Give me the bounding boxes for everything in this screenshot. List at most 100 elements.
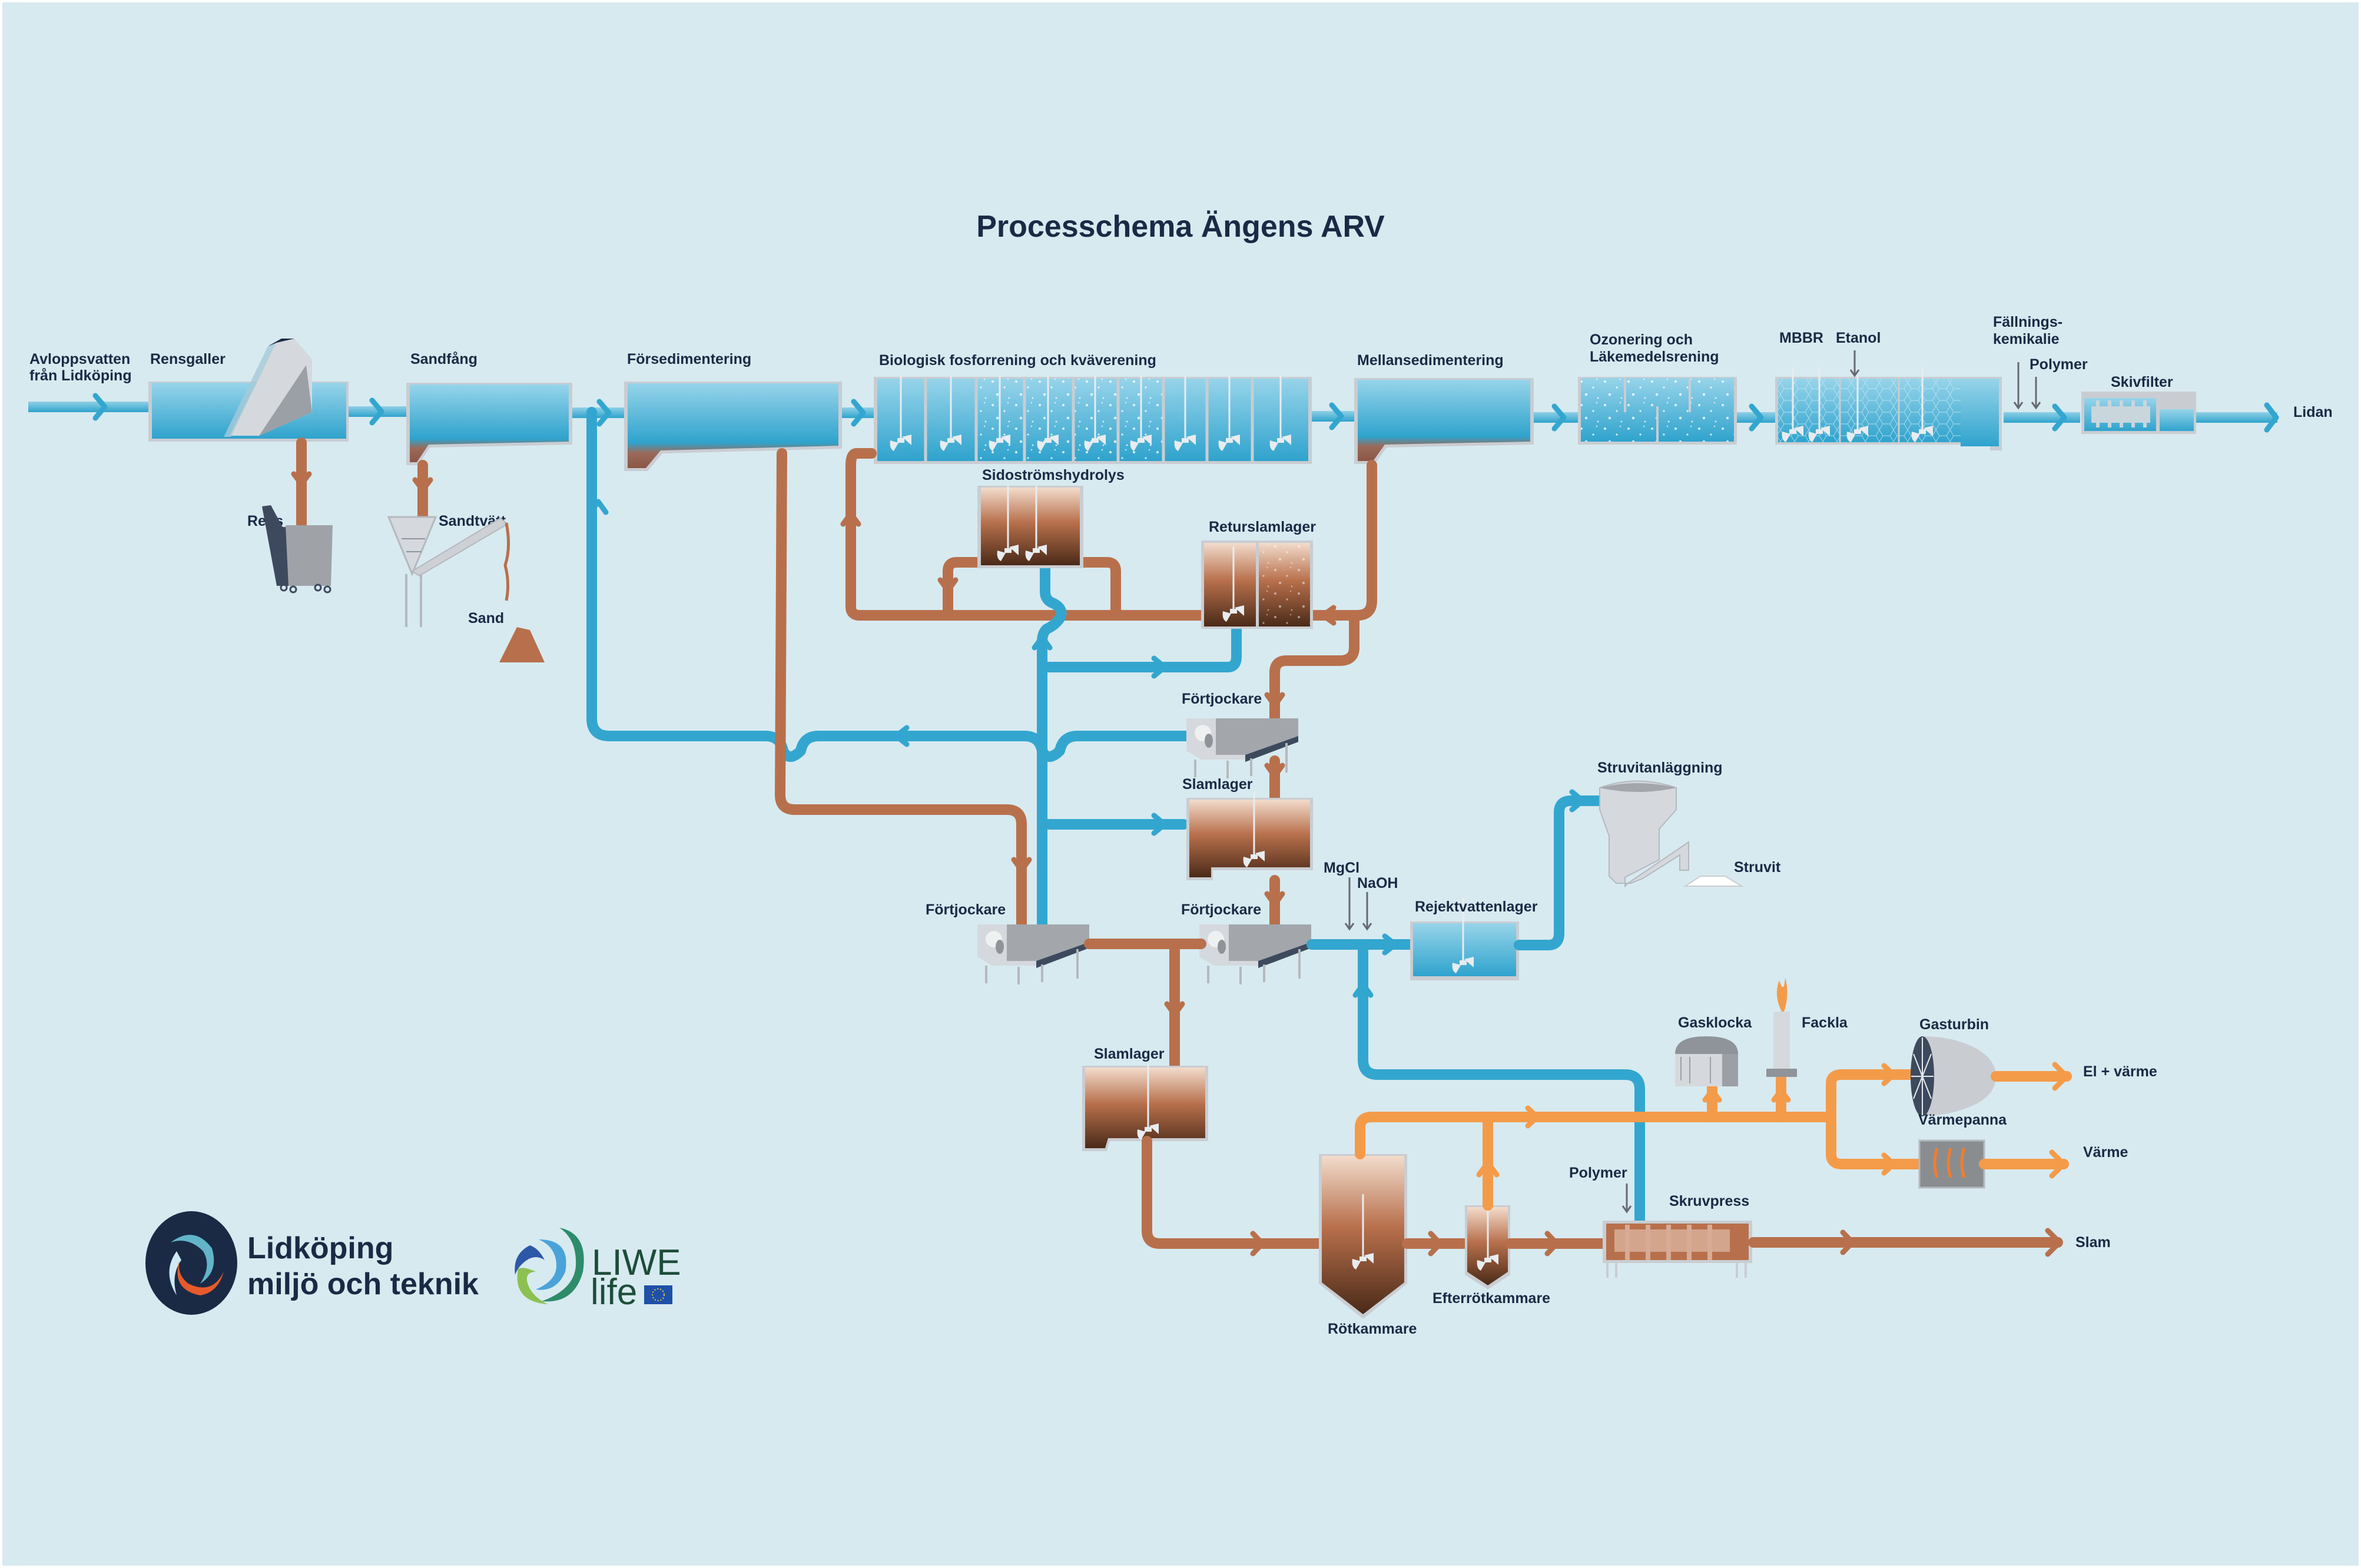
gasklocka-label: Gasklocka <box>1678 1015 1752 1031</box>
bio-label: Biologisk fosforrening och kväverening <box>879 352 1156 369</box>
flow-arrow <box>2052 1062 2070 1091</box>
struvit-label: Struvit <box>1734 859 1781 876</box>
flow-arrow <box>1382 933 1398 956</box>
sand-washer-icon <box>387 516 510 627</box>
fortjockare-upper-label: Förtjockare <box>1182 691 1262 707</box>
slam-outlet-label: Slam <box>2075 1234 2111 1251</box>
flow-arrow <box>1264 692 1285 708</box>
to-struvite-pipe <box>1514 795 1604 950</box>
flow-arrow <box>1702 1088 1722 1103</box>
slamlager-lower-label: Slamlager <box>1094 1046 1165 1062</box>
flow-arrow <box>1551 403 1567 432</box>
flow-arrow <box>1352 982 1374 998</box>
rejektvattenlager-tank <box>1410 897 1519 980</box>
biogas-main-pipe <box>1355 1112 1836 1159</box>
etanol-label: Etanol <box>1836 330 1881 346</box>
mgcl-dosing-arrow <box>1344 877 1355 931</box>
mbbr-label: MBBR <box>1779 330 1823 346</box>
flow-arrow <box>2045 1228 2062 1257</box>
flow-arrow <box>596 399 612 427</box>
flow-arrow <box>1264 891 1285 907</box>
press-filtrate-pipe <box>1358 939 1645 1227</box>
flow-arrow <box>1320 605 1337 626</box>
primary-sludge-pipe <box>775 448 1027 933</box>
hydrolysis-inlet-pipe <box>943 557 986 621</box>
main-water-line <box>28 393 2279 433</box>
polymer-press-dosing-arrow <box>1621 1184 1632 1214</box>
sand-pile-icon <box>499 627 545 662</box>
reject-return-pipe <box>586 407 1195 762</box>
flow-arrow <box>1525 1105 1540 1129</box>
flow-arrow <box>1151 655 1168 679</box>
flow-arrow <box>1881 1152 1896 1176</box>
flow-arrow <box>1569 789 1586 813</box>
sandfang-label: Sandfång <box>410 351 477 367</box>
to-gasturbin-pipe <box>1826 1069 1928 1122</box>
lmt-logo-line1: Lidköping <box>247 1231 393 1265</box>
mellansedimentering-label: Mellansedimentering <box>1357 352 1504 369</box>
flow-arrow <box>412 477 433 493</box>
sidostromshydrolys-label: Sidoströmshydrolys <box>982 467 1125 483</box>
slamlager-upper-tank <box>1186 791 1313 880</box>
struvite-reactor-icon <box>1599 780 1744 888</box>
diagram-title: Processchema Ängens ARV <box>976 210 1385 244</box>
polymer-dosing-arrow <box>2031 377 2041 410</box>
lmt-logo: Lidköping miljö och teknik <box>145 1211 479 1315</box>
rensgaller-label: Rensgaller <box>150 351 226 367</box>
fallning-label-line1: Fällnings- <box>1993 314 2062 330</box>
naoh-label: NaOH <box>1357 875 1398 891</box>
skivfilter-unit <box>2081 392 2196 434</box>
inlet-pipe <box>28 402 152 412</box>
slamlager-lower-tank <box>1082 1063 1208 1151</box>
skivfilter-label: Skivfilter <box>2111 374 2173 390</box>
gasklocka-icon <box>1675 1036 1738 1086</box>
pipe-segment <box>841 407 876 418</box>
fortjockare-left-label: Förtjockare <box>926 901 1006 918</box>
flow-arrow <box>2049 1149 2067 1179</box>
flow-arrow <box>2264 402 2279 433</box>
flow-arrow <box>1032 634 1053 651</box>
bio-reactor <box>874 374 1312 464</box>
flow-arrow <box>1264 763 1285 779</box>
fallning-dosing-arrow <box>2013 362 2024 410</box>
return-sludge-pipe <box>845 448 1212 621</box>
outlet-lidan-label: Lidan <box>2293 404 2333 420</box>
polymer-press-label: Polymer <box>1569 1165 1627 1181</box>
flow-arrow <box>1329 402 1344 430</box>
digester-feed-pipe <box>1142 1136 1324 1249</box>
lmt-swirl-icon <box>145 1211 237 1315</box>
pipe-segment <box>1534 412 1581 423</box>
flow-arrow <box>937 577 959 594</box>
inlet-label-line1: Avloppsvatten <box>29 351 130 367</box>
sidostromshydrolys-tank <box>977 485 1083 568</box>
eu-stars-icon <box>652 1288 665 1301</box>
ozonation-tank <box>1578 377 1737 445</box>
rotkammare-tank <box>1319 1154 1407 1319</box>
flow-arrow <box>1840 1229 1855 1255</box>
flow-arrow <box>1250 1231 1265 1257</box>
screenings-container-icon <box>262 505 333 594</box>
flow-arrow <box>840 510 861 527</box>
liwe-life-logo: LIWE life <box>515 1228 681 1312</box>
gasturbin-label: Gasturbin <box>1919 1016 1989 1033</box>
flow-arrow <box>1011 857 1032 873</box>
forsedimentering-label: Försedimentering <box>627 351 751 367</box>
fallning-label-line2: kemikalie <box>1993 331 2060 347</box>
liwe-logo-text: LIWE <box>592 1242 681 1283</box>
varmepanna-label: Värmepanna <box>1918 1112 2007 1128</box>
flow-arrow <box>1428 1231 1443 1257</box>
flow-arrow <box>291 471 312 487</box>
rejektvattenlager-label: Rejektvattenlager <box>1415 899 1538 915</box>
pipe-segment <box>2004 412 2080 423</box>
ozon-label-line1: Ozonering och <box>1590 331 1693 348</box>
flow-arrow <box>369 397 384 426</box>
hydrolysis-outlet-pipe <box>1077 557 1121 621</box>
etanol-dosing-arrow <box>1849 350 1860 377</box>
mellansedimentering-tank <box>1354 378 1534 464</box>
forsedimentering-tank <box>624 382 842 471</box>
flow-arrow <box>1151 813 1168 836</box>
life-logo-text: life <box>591 1272 637 1312</box>
